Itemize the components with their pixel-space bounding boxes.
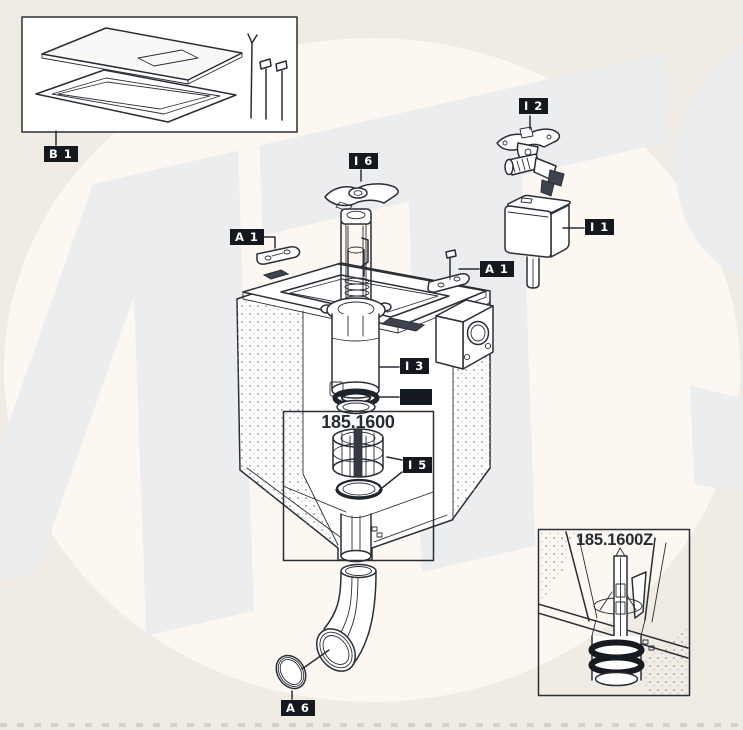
part-label-a6: A 6 [281,700,315,716]
i2-bracket [496,126,561,171]
tank-outlet-pipe [282,485,434,563]
flush-valve-seal [332,388,380,415]
fixing-rods [247,33,288,121]
part-code-main: 185.1600 [321,412,395,432]
part-label-i2: I 2 [519,98,549,114]
outlet-detail [538,531,689,694]
fill-valve-assembly [496,126,572,289]
valve-head [504,153,565,197]
part-label-a1-right: A 1 [480,261,514,277]
mounting-clamp-right [427,273,470,293]
outlet-elbow [315,563,377,672]
mounting-clamp-left [256,246,301,265]
part-label-i6: I 6 [349,153,379,169]
float-chamber [504,194,572,289]
seat-gasket [335,478,383,500]
valve-seat-cage [332,428,384,478]
flush-valve [320,297,392,415]
part-code-variant: 185.1600Z [575,531,654,549]
i6-lever-bracket [324,183,399,212]
inset-185-1600z-box [537,528,691,697]
part-label-b1: B 1 [44,146,78,162]
leader-lines [55,115,585,700]
bottom-microtext-row [0,723,743,727]
elbow-seal-ring [275,654,307,690]
fixing-screw [445,249,457,281]
part-label-blank [400,389,432,405]
inset-185-1600-box [282,410,435,562]
part-label-i5: I 5 [403,457,433,473]
part-label-i1: I 1 [585,219,615,235]
part-label-a1-left: A 1 [230,229,264,245]
b1-actuator-plate-kit [21,16,298,133]
part-label-i3: I 3 [400,358,430,374]
side-inlet-box [435,299,494,370]
